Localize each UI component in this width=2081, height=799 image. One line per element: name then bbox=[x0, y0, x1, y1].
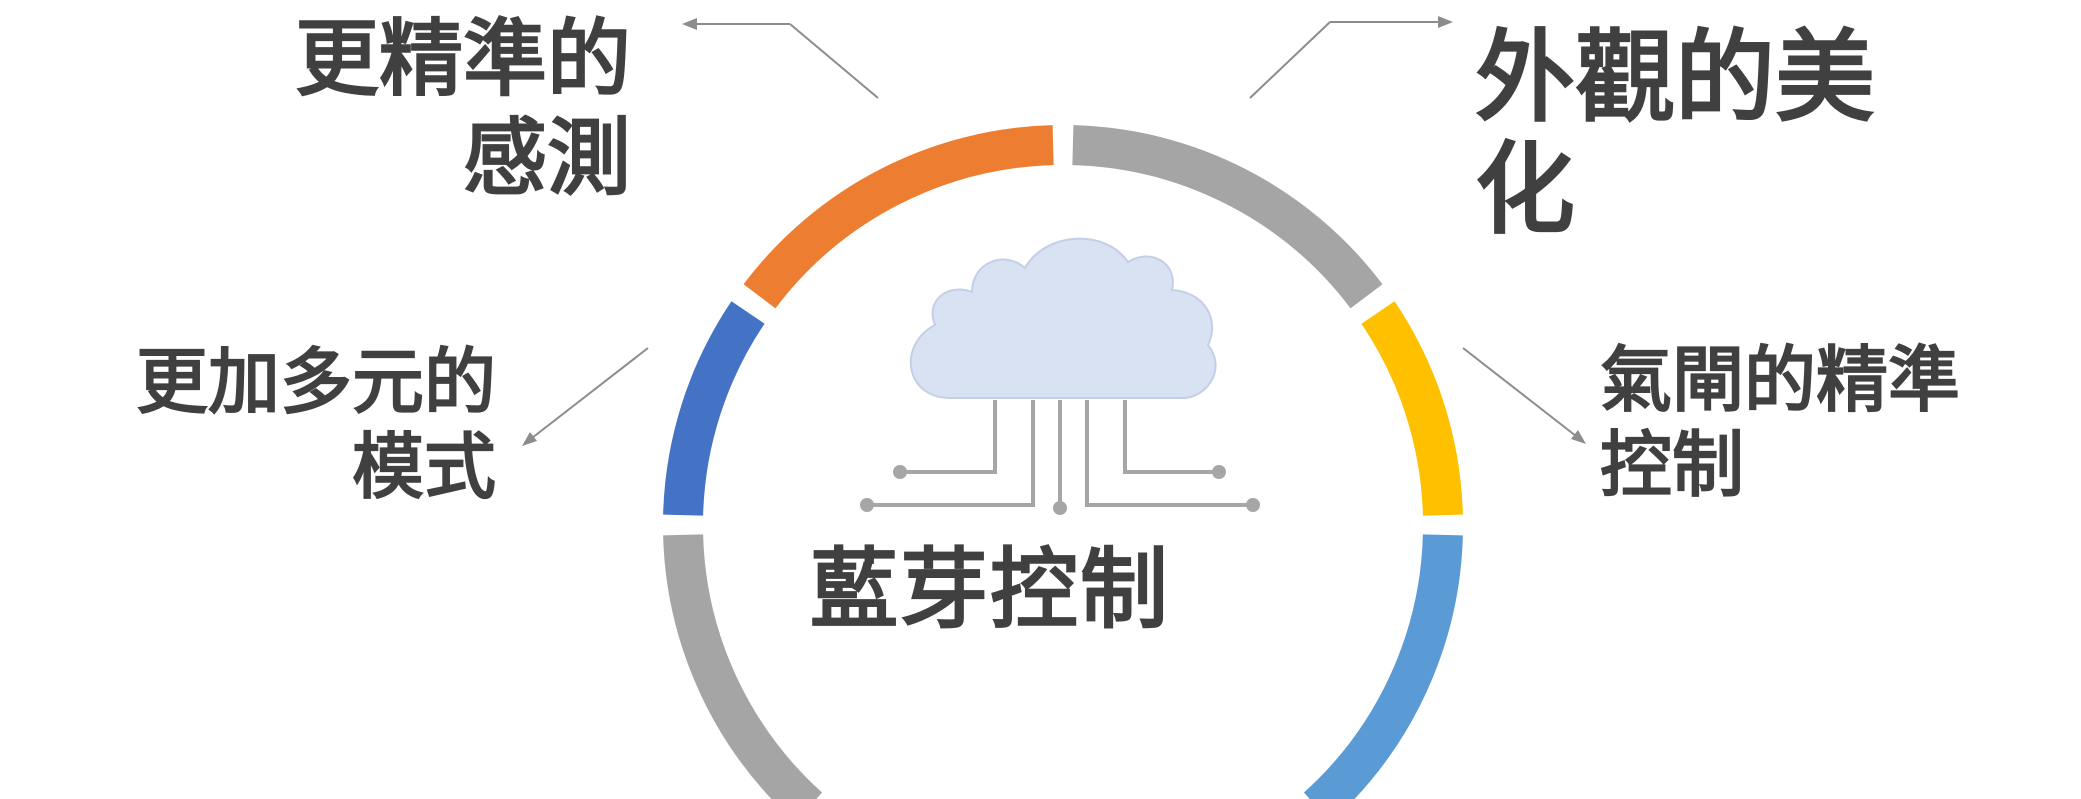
arrow-mid-right bbox=[1462, 347, 1586, 444]
arc-segment-left-bottom bbox=[663, 534, 823, 799]
feature-label-diverse-modes: 更加多元的 模式 bbox=[136, 340, 496, 510]
feature-label-line: 更精準的 bbox=[294, 10, 631, 108]
arc-segment-left-mid bbox=[663, 301, 765, 516]
arc-segment-top-right bbox=[1072, 125, 1383, 309]
feature-label-line: 化 bbox=[1475, 131, 1575, 248]
arc-segment-right-mid bbox=[1361, 301, 1463, 516]
arrow-top-left bbox=[682, 18, 879, 99]
feature-label-line: 模式 bbox=[351, 424, 496, 509]
feature-label-line: 感測 bbox=[462, 109, 631, 208]
feature-label-line: 更加多元的 bbox=[135, 340, 496, 424]
circuit-lines bbox=[870, 400, 1250, 507]
feature-label-appearance: 外觀的美 化 bbox=[1475, 22, 1875, 246]
cloud-circuit-icon bbox=[860, 237, 1260, 515]
arc-ring bbox=[663, 125, 1463, 799]
feature-label-line: 氣閘的精準 bbox=[1600, 338, 1961, 422]
cloud-shape bbox=[909, 237, 1217, 400]
arc-segment-right-bottom bbox=[1303, 534, 1463, 799]
arrow-top-right bbox=[1249, 16, 1453, 99]
arc-segment-top-left bbox=[743, 125, 1054, 309]
circuit-nodes bbox=[860, 465, 1260, 515]
feature-label-damper-control: 氣閘的精準 控制 bbox=[1600, 338, 1960, 508]
pointer-arrows bbox=[522, 16, 1586, 446]
feature-label-line: 控制 bbox=[1600, 422, 1745, 507]
feature-label-precise-sensing: 更精準的 感測 bbox=[295, 10, 631, 208]
feature-label-line: 外觀的美 bbox=[1475, 19, 1875, 136]
arrow-mid-left bbox=[522, 347, 649, 446]
center-title: 藍芽控制 bbox=[809, 538, 1170, 641]
